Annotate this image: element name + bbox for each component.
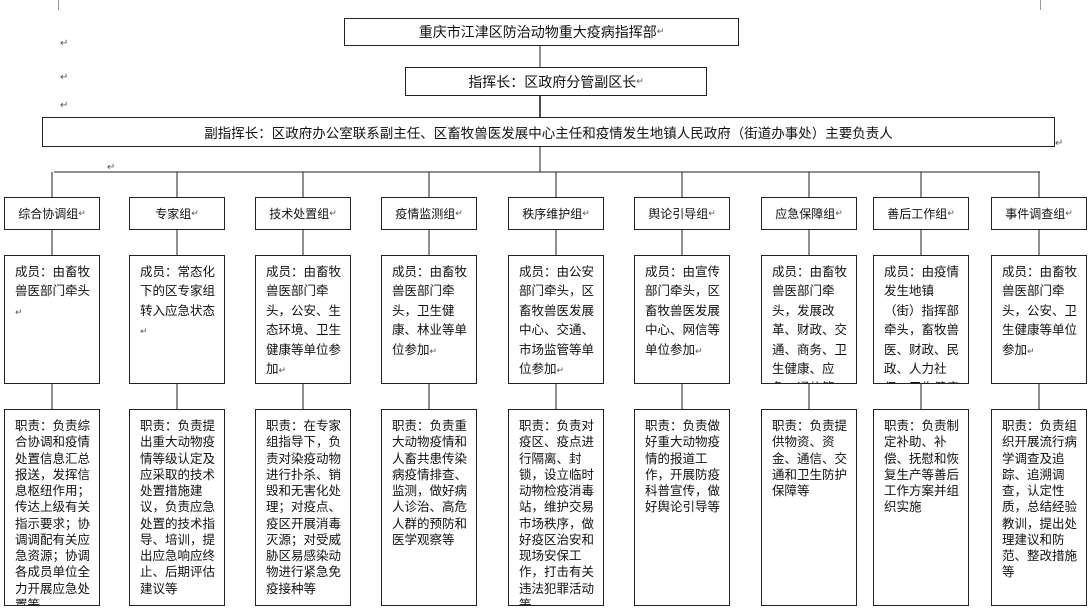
- group-duties-box: 职责：负责对疫区、疫点进行隔离、封锁，设立临时动物检疫消毒站，维护交易市场秩序，…: [508, 409, 604, 606]
- group-duties: 职责：负责制定补助、补偿、抚慰和恢复生产等善后工作方案并组织实施: [884, 418, 960, 515]
- group-members-box: 成员：由畜牧兽医部门牵头↵: [4, 255, 100, 384]
- crop-mark-top-right: [1040, 0, 1051, 10]
- group-name: 秩序维护组: [522, 207, 583, 221]
- group-name: 舆论引导组: [648, 207, 709, 221]
- group-name: 事件调查组: [1005, 207, 1066, 221]
- group-members: 成员：由畜牧兽医部门牵头，公安、生态环境、卫生健康等单位参加: [266, 264, 342, 376]
- group-duties: 职责：负责对疫区、疫点进行隔离、封锁，设立临时动物检疫消毒站，维护交易市场秩序，…: [519, 418, 595, 606]
- group-duties: 职责：在专家组指导下，负责对染疫动物进行扑杀、销毁和无害化处理；对疫点、疫区开展…: [266, 418, 342, 596]
- group-box: 应急保障组↵: [761, 197, 857, 230]
- group-duties-box: 职责：负责提出重大动物疫情等级认定及应采取的技术处置措施建议，负责应急处置的技术…: [129, 409, 225, 606]
- group-name: 专家组: [155, 207, 192, 221]
- group-duties: 职责：负责综合协调和疫情处置信息汇总报送，发挥信息枢纽作用；传达上级有关指示要求…: [15, 418, 91, 606]
- paragraph-mark: ↵: [60, 72, 69, 83]
- group-members-box: 成员：由宣传部门牵头，区畜牧兽医发展中心、网信等单位参加↵: [634, 255, 730, 384]
- group-name: 善后工作组: [887, 207, 948, 221]
- crop-mark-top-left: [48, 0, 59, 10]
- group-duties: 职责：负责组织开展流行病学调查及追踪、追溯调查，认定性质，总结经验教训，提出处理…: [1002, 418, 1078, 580]
- group-duties-box: 职责：负责做好重大动物疫情的报道工作，开展防疫科普宣传，做好舆论引导等: [634, 409, 730, 606]
- group-duties-box: 职责：负责重大动物疫情和人畜共患传染病疫情排查、监测，做好病人诊治、高危人群的预…: [381, 409, 477, 606]
- group-box: 善后工作组↵: [873, 197, 969, 230]
- paragraph-mark: ↵: [107, 162, 116, 173]
- group-name: 应急保障组: [775, 207, 836, 221]
- group-members: 成员：常态化下的区专家组转入应急状态: [140, 264, 216, 318]
- group-box: 综合协调组↵: [4, 197, 100, 230]
- hq-title: 重庆市江津区防治动物重大疫病指挥部: [418, 25, 657, 41]
- group-duties-box: 职责：负责组织开展流行病学调查及追踪、追溯调查，认定性质，总结经验教训，提出处理…: [991, 409, 1087, 606]
- group-members: 成员：由畜牧兽医部门牵头，公安、卫生健康等单位参加: [1002, 264, 1078, 357]
- group-duties-box: 职责：负责提供物资、资金、通信、交通和卫生防护保障等: [761, 409, 857, 606]
- group-duties: 职责：负责提出重大动物疫情等级认定及应采取的技术处置措施建议，负责应急处置的技术…: [140, 418, 216, 596]
- paragraph-mark: ↵: [60, 38, 69, 49]
- hq-box: 重庆市江津区防治动物重大疫病指挥部↵: [344, 18, 739, 46]
- commander-title: 指挥长：区政府分管副区长: [468, 74, 637, 91]
- group-members: 成员：由公安部门牵头，区畜牧兽医发展中心、交通、市场监管等单位参加: [519, 264, 595, 376]
- group-box: 疫情监测组↵: [381, 197, 477, 230]
- group-duties-box: 职责：在专家组指导下，负责对染疫动物进行扑杀、销毁和无害化处理；对疫点、疫区开展…: [255, 409, 351, 606]
- group-box: 秩序维护组↵: [508, 197, 604, 230]
- group-members-box: 成员：由畜牧兽医部门牵头，公安、卫生健康等单位参加↵: [991, 255, 1087, 384]
- group-members-box: 成员：常态化下的区专家组转入应急状态↵: [129, 255, 225, 384]
- group-box: 技术处置组↵: [255, 197, 351, 230]
- group-name: 疫情监测组: [395, 207, 456, 221]
- group-duties: 职责：负责做好重大动物疫情的报道工作，开展防疫科普宣传，做好舆论引导等: [645, 418, 721, 515]
- deputy-box: 副指挥长：区政府办公室联系副主任、区畜牧兽医发展中心主任和疫情发生地镇人民政府（…: [42, 117, 1055, 147]
- group-box: 专家组↵: [129, 197, 225, 230]
- group-members-box: 成员：由疫情发生地镇（街）指挥部牵头，畜牧兽医、财政、民政、人力社保、卫生健康等…: [873, 255, 969, 384]
- group-members-box: 成员：由畜牧兽医部门牵头，发展改革、财政、交通、商务、卫生健康、应急、通信管理、…: [761, 255, 857, 384]
- group-duties: 职责：负责重大动物疫情和人畜共患传染病疫情排查、监测，做好病人诊治、高危人群的预…: [392, 418, 468, 547]
- group-members: 成员：由畜牧兽医部门牵头，发展改革、财政、交通、商务、卫生健康、应急、通信管理、…: [772, 264, 848, 383]
- group-members: 成员：由宣传部门牵头，区畜牧兽医发展中心、网信等单位参加: [645, 264, 721, 357]
- deputy-title: 副指挥长：区政府办公室联系副主任、区畜牧兽医发展中心主任和疫情发生地镇人民政府（…: [204, 126, 893, 142]
- group-duties-box: 职责：负责制定补助、补偿、抚慰和恢复生产等善后工作方案并组织实施: [873, 409, 969, 606]
- group-members-box: 成员：由畜牧兽医部门牵头，公安、生态环境、卫生健康等单位参加↵: [255, 255, 351, 384]
- group-name: 技术处置组: [269, 207, 330, 221]
- paragraph-mark: ↵: [60, 100, 69, 111]
- paragraph-mark: ↵: [1055, 138, 1064, 149]
- group-box: 事件调查组↵: [991, 197, 1087, 230]
- group-members-box: 成员：由畜牧兽医部门牵头，卫生健康、林业等单位参加↵: [381, 255, 477, 384]
- group-members-box: 成员：由公安部门牵头，区畜牧兽医发展中心、交通、市场监管等单位参加↵: [508, 255, 604, 384]
- group-name: 综合协调组: [18, 207, 79, 221]
- group-duties-box: 职责：负责综合协调和疫情处置信息汇总报送，发挥信息枢纽作用；传达上级有关指示要求…: [4, 409, 100, 606]
- group-members: 成员：由疫情发生地镇（街）指挥部牵头，畜牧兽医、财政、民政、人力社保、卫生健康等…: [884, 264, 960, 383]
- group-duties: 职责：负责提供物资、资金、通信、交通和卫生防护保障等: [772, 418, 848, 498]
- commander-box: 指挥长：区政府分管副区长↵: [405, 67, 707, 96]
- group-members: 成员：由畜牧兽医部门牵头: [15, 264, 91, 299]
- group-members: 成员：由畜牧兽医部门牵头，卫生健康、林业等单位参加: [392, 264, 468, 357]
- group-box: 舆论引导组↵: [634, 197, 730, 230]
